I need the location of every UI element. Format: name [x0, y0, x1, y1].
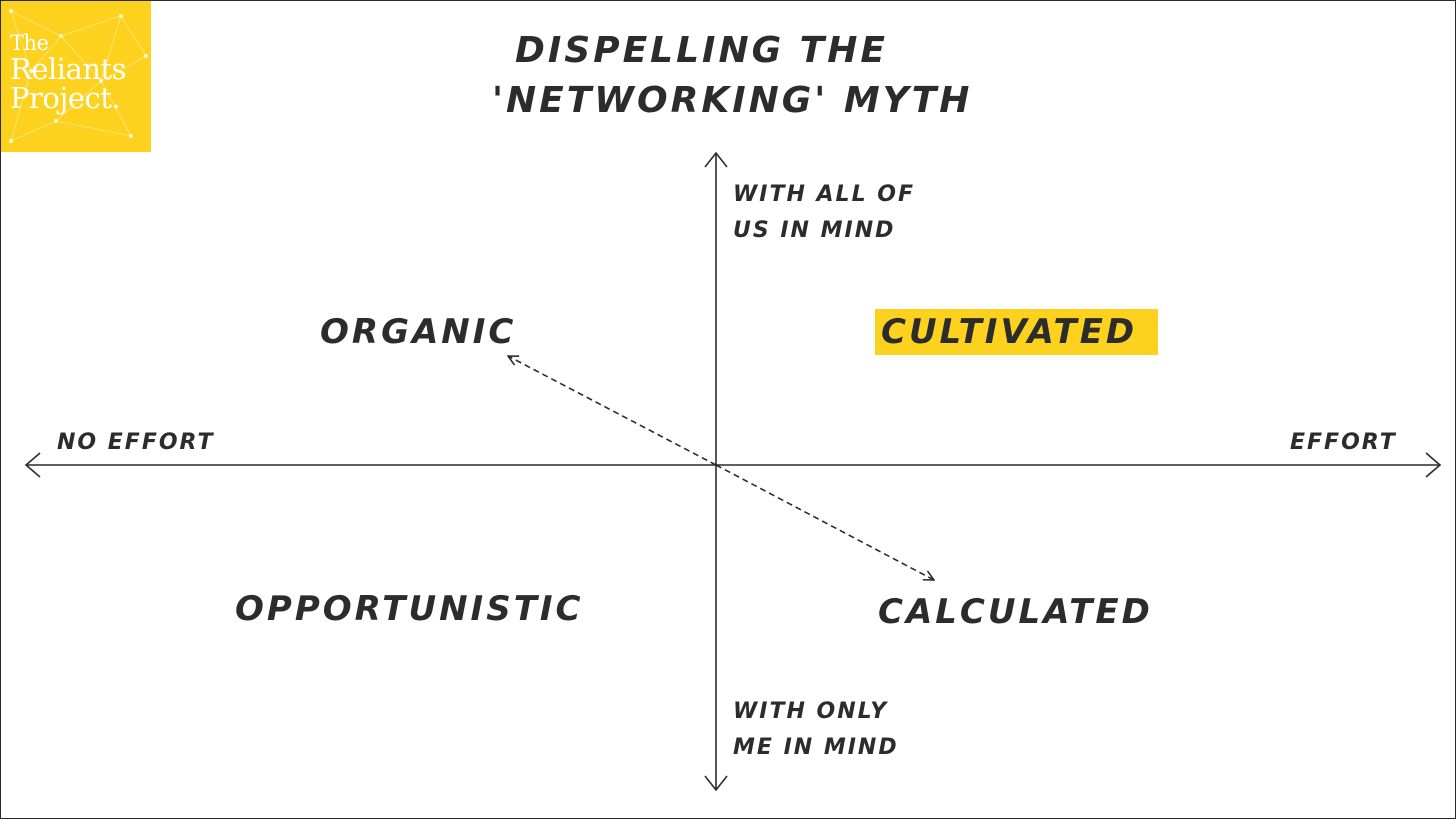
title-line-2: 'NETWORKING' MYTH [492, 80, 973, 121]
quadrant-label-calculated: CALCULATED [878, 592, 1153, 632]
quadrant-label-organic: ORGANIC [320, 312, 517, 352]
left-arrowhead [24, 452, 41, 478]
title-line-1: DISPELLING THE [515, 30, 888, 71]
bottom-arrowhead [704, 775, 728, 792]
quadrant-label-cultivated: CULTIVATED [875, 309, 1158, 355]
right-arrowhead [1425, 452, 1442, 478]
quadrant-label-opportunistic: OPPORTUNISTIC [235, 589, 584, 629]
logo-line-2: Reliants [10, 52, 127, 86]
left-axis-label: NO EFFORT [57, 430, 215, 455]
logo-line-1: The [10, 31, 49, 55]
bottom-axis-label-line-2: ME IN MIND [733, 735, 899, 760]
logo-wordmark: The Reliants Project. [10, 31, 127, 115]
top-axis-label-line-2: US IN MIND [733, 218, 896, 243]
reliants-project-logo: The Reliants Project. [1, 1, 151, 152]
right-axis-label: EFFORT [1290, 430, 1397, 455]
bottom-axis-label-line-1: WITH ONLY [733, 699, 889, 724]
top-arrowhead [704, 151, 728, 168]
logo-line-3: Project. [10, 81, 121, 115]
network-pattern-graphic [9, 9, 148, 143]
dashed-arrow-to-calculated [715, 464, 934, 580]
top-axis-label-line-1: WITH ALL OF [733, 182, 915, 207]
dashed-arrow-to-organic [508, 356, 717, 466]
